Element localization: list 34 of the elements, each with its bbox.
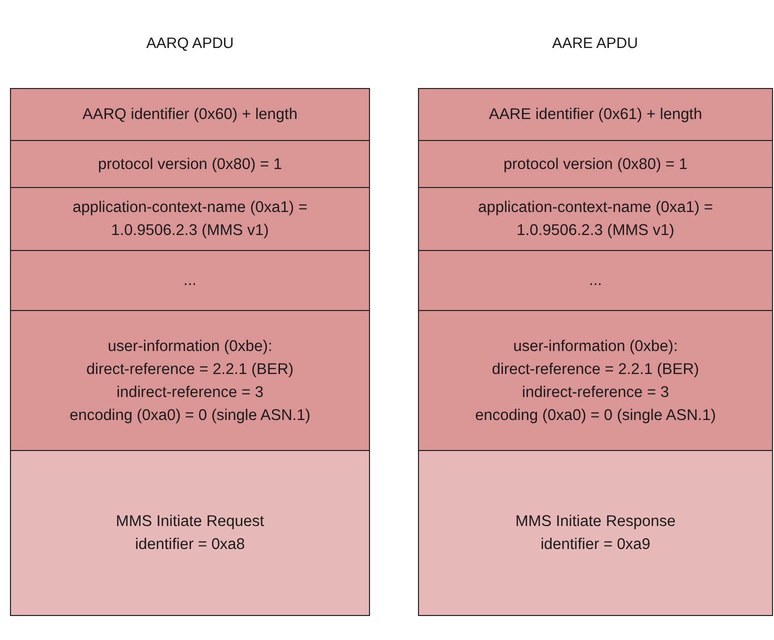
column-title: AARQ APDU xyxy=(145,35,235,52)
field-block xyxy=(10,88,370,141)
column-title: AARE APDU xyxy=(551,35,639,52)
field-text: application-context-name (0xa1) = 1.0.9506.2.3 (MMS v1) xyxy=(72,198,308,241)
field-block xyxy=(10,187,370,251)
field-text: application-context-name (0xa1) = 1.0.9506.2.3 (MMS v1) xyxy=(477,198,714,241)
payload-block xyxy=(10,450,370,616)
field-text: encoding (0xa0) = 0 (single ASN.1) xyxy=(475,406,716,426)
field-block xyxy=(418,250,773,311)
field-text: ... xyxy=(589,271,602,291)
field-block xyxy=(10,250,370,311)
field-block xyxy=(10,310,370,451)
field-block xyxy=(418,88,773,141)
field-text: identifier = 0xa9 xyxy=(540,535,650,555)
field-block xyxy=(418,140,773,188)
field-text: indirect-reference = 3 xyxy=(116,382,264,402)
field-text: MMS Initiate Request xyxy=(116,512,264,532)
field-text: direct-reference = 2.2.1 (BER) xyxy=(86,360,294,380)
field-text: user-information (0xbe): xyxy=(108,336,272,356)
field-text: identifier = 0xa8 xyxy=(135,535,245,555)
field-text: protocol version (0x80) = 1 xyxy=(504,154,688,174)
field-text: protocol version (0x80) = 1 xyxy=(98,154,282,174)
field-text: AARQ identifier (0x60) + length xyxy=(82,105,298,125)
field-text: ... xyxy=(184,271,196,291)
field-text: indirect-reference = 3 xyxy=(522,382,669,402)
field-block xyxy=(418,187,773,251)
field-text: user-information (0xbe): xyxy=(513,336,678,356)
field-text: direct-reference = 2.2.1 (BER) xyxy=(492,360,700,380)
field-text: encoding (0xa0) = 0 (single ASN.1) xyxy=(70,406,310,426)
field-text: AARE identifier (0x61) + length xyxy=(488,105,702,125)
payload-block xyxy=(418,450,773,616)
field-block xyxy=(418,310,773,451)
field-block xyxy=(10,140,370,188)
field-text: MMS Initiate Response xyxy=(515,512,676,532)
